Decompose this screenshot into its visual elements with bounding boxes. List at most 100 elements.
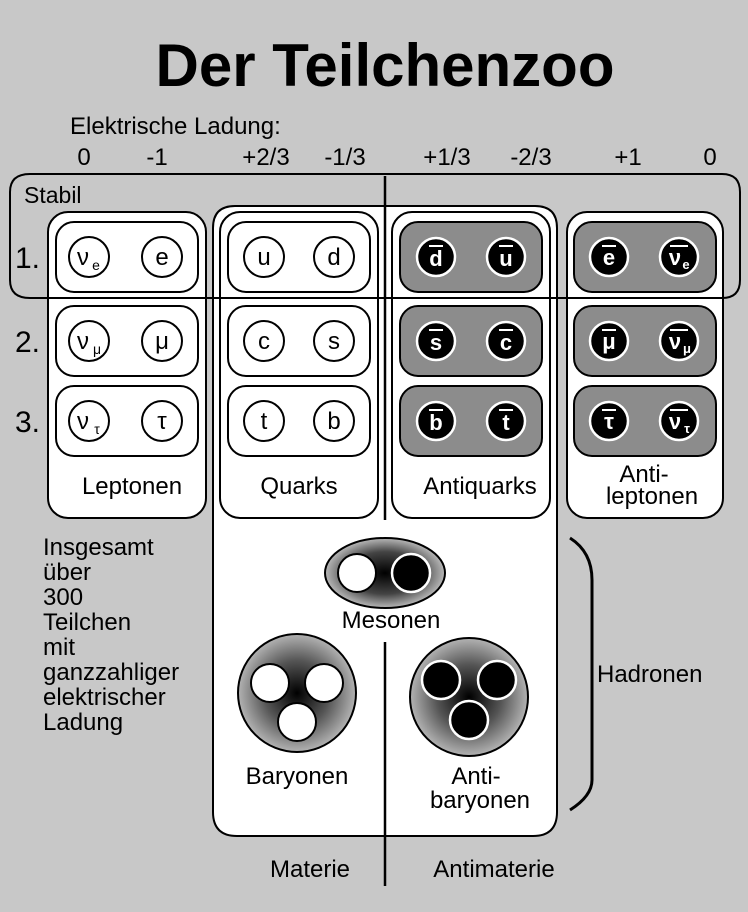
stable-label: Stabil — [24, 182, 82, 208]
antileptons-label-line1: Anti- — [619, 461, 668, 488]
particle-anti-c — [485, 320, 527, 362]
particle-symbol: t — [261, 408, 268, 435]
particle-subscript: e — [682, 257, 689, 272]
antibaryon-antiquark — [448, 699, 490, 741]
charge-tick: 0 — [77, 144, 90, 171]
particle-t — [243, 400, 285, 442]
particle-symbol: b — [327, 408, 340, 435]
baryon — [237, 633, 357, 753]
meson-quark — [337, 553, 377, 593]
particle-anti-t — [485, 400, 527, 442]
particle-symbol: τ — [604, 409, 614, 434]
antibaryons-label-line1: Anti- — [451, 763, 500, 790]
antibaryon-antiquark — [476, 659, 518, 701]
note-block: Insgesamt über 300 Teilchen mit ganzzahl… — [43, 534, 179, 736]
particle-d — [313, 236, 355, 278]
particle-symbol: e — [603, 245, 615, 270]
antileptons-label-line2: leptonen — [606, 483, 698, 510]
note-line: Ladung — [43, 709, 123, 736]
hadrons-brace — [569, 536, 594, 812]
leptons-label: Leptonen — [82, 473, 182, 500]
particle-anti-s — [415, 320, 457, 362]
note-line: Teilchen — [43, 609, 131, 636]
particle-anti-nu-tau — [658, 400, 700, 442]
particle-anti-nu-mu — [658, 320, 700, 362]
particle-symbol: c — [500, 330, 512, 355]
mesons-label: Mesonen — [342, 607, 441, 634]
baryon-quark — [277, 702, 317, 742]
particle-symbol: t — [502, 410, 510, 435]
charge-tick: +2/3 — [242, 144, 289, 171]
particle-mu — [141, 320, 183, 362]
particle-symbol: s — [430, 330, 442, 355]
particle-subscript: e — [92, 257, 100, 273]
particle-subscript: τ — [94, 421, 100, 437]
note-line: über — [43, 559, 91, 586]
antibaryon-antiquark — [420, 659, 462, 701]
antiquarks-label: Antiquarks — [423, 473, 536, 500]
particle-symbol: μ — [602, 329, 615, 354]
particle-anti-mu — [588, 320, 630, 362]
particle-anti-nu-e — [658, 236, 700, 278]
particle-anti-tau — [588, 400, 630, 442]
charge-axis-label: Elektrische Ladung: — [70, 113, 281, 140]
charge-ticks: 0 -1 +2/3 -1/3 +1/3 -2/3 +1 0 — [77, 144, 716, 171]
particle-anti-b — [415, 400, 457, 442]
charge-tick: +1/3 — [423, 144, 470, 171]
baryons-label: Baryonen — [246, 763, 349, 790]
meson-antiquark — [390, 552, 432, 594]
baryon-quark — [304, 663, 344, 703]
hadrons-label: Hadronen — [597, 661, 702, 688]
quarks-label: Quarks — [260, 473, 337, 500]
particle-s — [313, 320, 355, 362]
particle-nu-tau — [68, 400, 110, 442]
particle-symbol: c — [258, 328, 270, 355]
particle-anti-u — [485, 236, 527, 278]
charge-tick: +1 — [614, 144, 641, 171]
page-title: Der Teilchenzoo — [156, 32, 615, 99]
generation-1: 1. — [15, 242, 40, 275]
note-line: Insgesamt — [43, 534, 154, 561]
particle-tau — [141, 400, 183, 442]
antiquark-particles: d u s c b t — [415, 236, 527, 442]
particle-symbol: d — [429, 246, 442, 271]
stable-bracket — [9, 173, 741, 299]
note-line: mit — [43, 634, 75, 661]
particle-symbol: ν — [669, 245, 681, 270]
particle-nu-e — [68, 236, 110, 278]
particle-subscript: τ — [684, 421, 690, 436]
particle-c — [243, 320, 285, 362]
particle-anti-d — [415, 236, 457, 278]
particle-symbol: b — [429, 410, 442, 435]
note-line: elektrischer — [43, 684, 166, 711]
particle-nu-mu — [68, 320, 110, 362]
charge-tick: -2/3 — [510, 144, 551, 171]
antibaryons-label-line2: baryonen — [430, 787, 530, 814]
generation-3: 3. — [15, 406, 40, 439]
particle-symbol: s — [328, 328, 340, 355]
matter-label: Materie — [270, 856, 350, 883]
particle-symbol: e — [155, 244, 168, 271]
antilepton-particles: e ν e μ ν μ τ ν τ — [588, 236, 700, 442]
charge-tick: -1/3 — [324, 144, 365, 171]
baryon-quark — [250, 663, 290, 703]
particle-symbol: μ — [155, 328, 169, 355]
particle-e — [141, 236, 183, 278]
particle-b — [313, 400, 355, 442]
particle-symbol: u — [257, 244, 270, 271]
particle-subscript: μ — [683, 341, 691, 356]
note-line: 300 — [43, 584, 83, 611]
particle-subscript: μ — [93, 341, 101, 357]
particle-symbol: ν — [669, 409, 681, 434]
particle-u — [243, 236, 285, 278]
particle-symbol: ν — [77, 328, 89, 355]
particle-symbol: ν — [669, 329, 681, 354]
particle-symbol: ν — [77, 408, 89, 435]
particle-symbol: u — [499, 246, 512, 271]
particle-symbol: ν — [77, 244, 89, 271]
particle-symbol: τ — [157, 408, 167, 435]
particle-symbol: d — [327, 244, 340, 271]
meson — [324, 537, 446, 609]
generation-2: 2. — [15, 326, 40, 359]
